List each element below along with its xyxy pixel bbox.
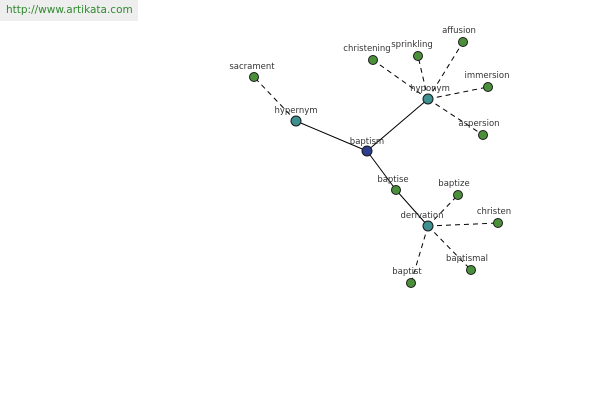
node-baptist[interactable]: baptist xyxy=(392,267,422,288)
node-aspersion[interactable]: aspersion xyxy=(458,119,500,140)
edge-derivation-christen xyxy=(427,222,499,227)
node-circle-baptise[interactable] xyxy=(391,185,401,195)
nodes-layer: baptism hypernym hyponym derivation baptise s… xyxy=(229,26,511,288)
node-label-baptist: baptist xyxy=(392,267,422,277)
node-circle-hyponym[interactable] xyxy=(422,93,434,105)
node-circle-hypernym[interactable] xyxy=(290,115,302,127)
node-hypernym[interactable]: hypernym xyxy=(274,106,318,127)
node-circle-derivation[interactable] xyxy=(422,220,434,232)
node-sacrament[interactable]: sacrament xyxy=(229,62,275,82)
node-circle-sprinkling[interactable] xyxy=(413,51,423,61)
node-circle-baptismal[interactable] xyxy=(466,265,476,275)
edge-baptism-hypernym xyxy=(295,120,368,152)
node-label-aspersion: aspersion xyxy=(458,119,499,129)
edges-layer xyxy=(253,41,499,284)
node-circle-affusion[interactable] xyxy=(458,37,468,47)
node-label-hypernym: hypernym xyxy=(274,106,317,116)
node-label-affusion: affusion xyxy=(442,26,476,36)
node-label-baptism: baptism xyxy=(350,137,384,147)
url-bar: http://www.artikata.com xyxy=(0,0,138,21)
node-baptismal[interactable]: baptismal xyxy=(446,254,488,275)
node-label-sacrament: sacrament xyxy=(229,62,275,72)
edge-derivation-baptismal xyxy=(427,225,472,271)
edge-derivation-baptist xyxy=(410,225,429,284)
node-affusion[interactable]: affusion xyxy=(442,26,476,47)
node-hyponym[interactable]: hyponym xyxy=(410,84,450,105)
edge-baptise-derivation xyxy=(395,189,429,227)
node-circle-sacrament[interactable] xyxy=(249,72,259,82)
node-baptism[interactable]: baptism xyxy=(350,137,384,157)
node-circle-baptist[interactable] xyxy=(406,278,416,288)
node-immersion[interactable]: immersion xyxy=(464,71,510,92)
edge-baptism-baptise xyxy=(366,150,397,191)
node-baptise[interactable]: baptise xyxy=(377,175,409,195)
edge-baptism-hyponym xyxy=(366,98,429,152)
node-label-sprinkling: sprinkling xyxy=(391,40,433,50)
node-circle-christening[interactable] xyxy=(368,55,378,65)
edge-hyponym-sprinkling xyxy=(417,55,429,100)
node-label-christen: christen xyxy=(477,207,511,217)
site-url-link[interactable]: http://www.artikata.com xyxy=(6,4,133,16)
node-circle-aspersion[interactable] xyxy=(478,130,488,140)
edge-hypernym-sacrament xyxy=(253,76,297,122)
node-christen[interactable]: christen xyxy=(477,207,511,228)
node-label-baptise: baptise xyxy=(377,175,408,185)
node-label-baptize: baptize xyxy=(438,179,469,189)
node-label-christening: christening xyxy=(343,44,390,54)
node-label-hyponym: hyponym xyxy=(410,84,450,94)
edge-hyponym-christening xyxy=(372,59,429,100)
node-label-derivation: derivation xyxy=(400,211,443,221)
edge-hyponym-affusion xyxy=(427,41,464,100)
node-sprinkling[interactable]: sprinkling xyxy=(391,40,433,61)
edge-hyponym-immersion xyxy=(427,86,489,100)
node-circle-baptism[interactable] xyxy=(361,145,373,157)
edge-derivation-baptize xyxy=(427,194,459,227)
node-baptize[interactable]: baptize xyxy=(438,179,470,200)
node-label-baptismal: baptismal xyxy=(446,254,488,264)
node-christening[interactable]: christening xyxy=(343,44,391,65)
node-circle-immersion[interactable] xyxy=(483,82,493,92)
node-circle-baptize[interactable] xyxy=(453,190,463,200)
node-derivation[interactable]: derivation xyxy=(400,211,444,232)
edge-hyponym-aspersion xyxy=(427,98,484,136)
node-circle-christen[interactable] xyxy=(493,218,503,228)
node-label-immersion: immersion xyxy=(464,71,509,81)
